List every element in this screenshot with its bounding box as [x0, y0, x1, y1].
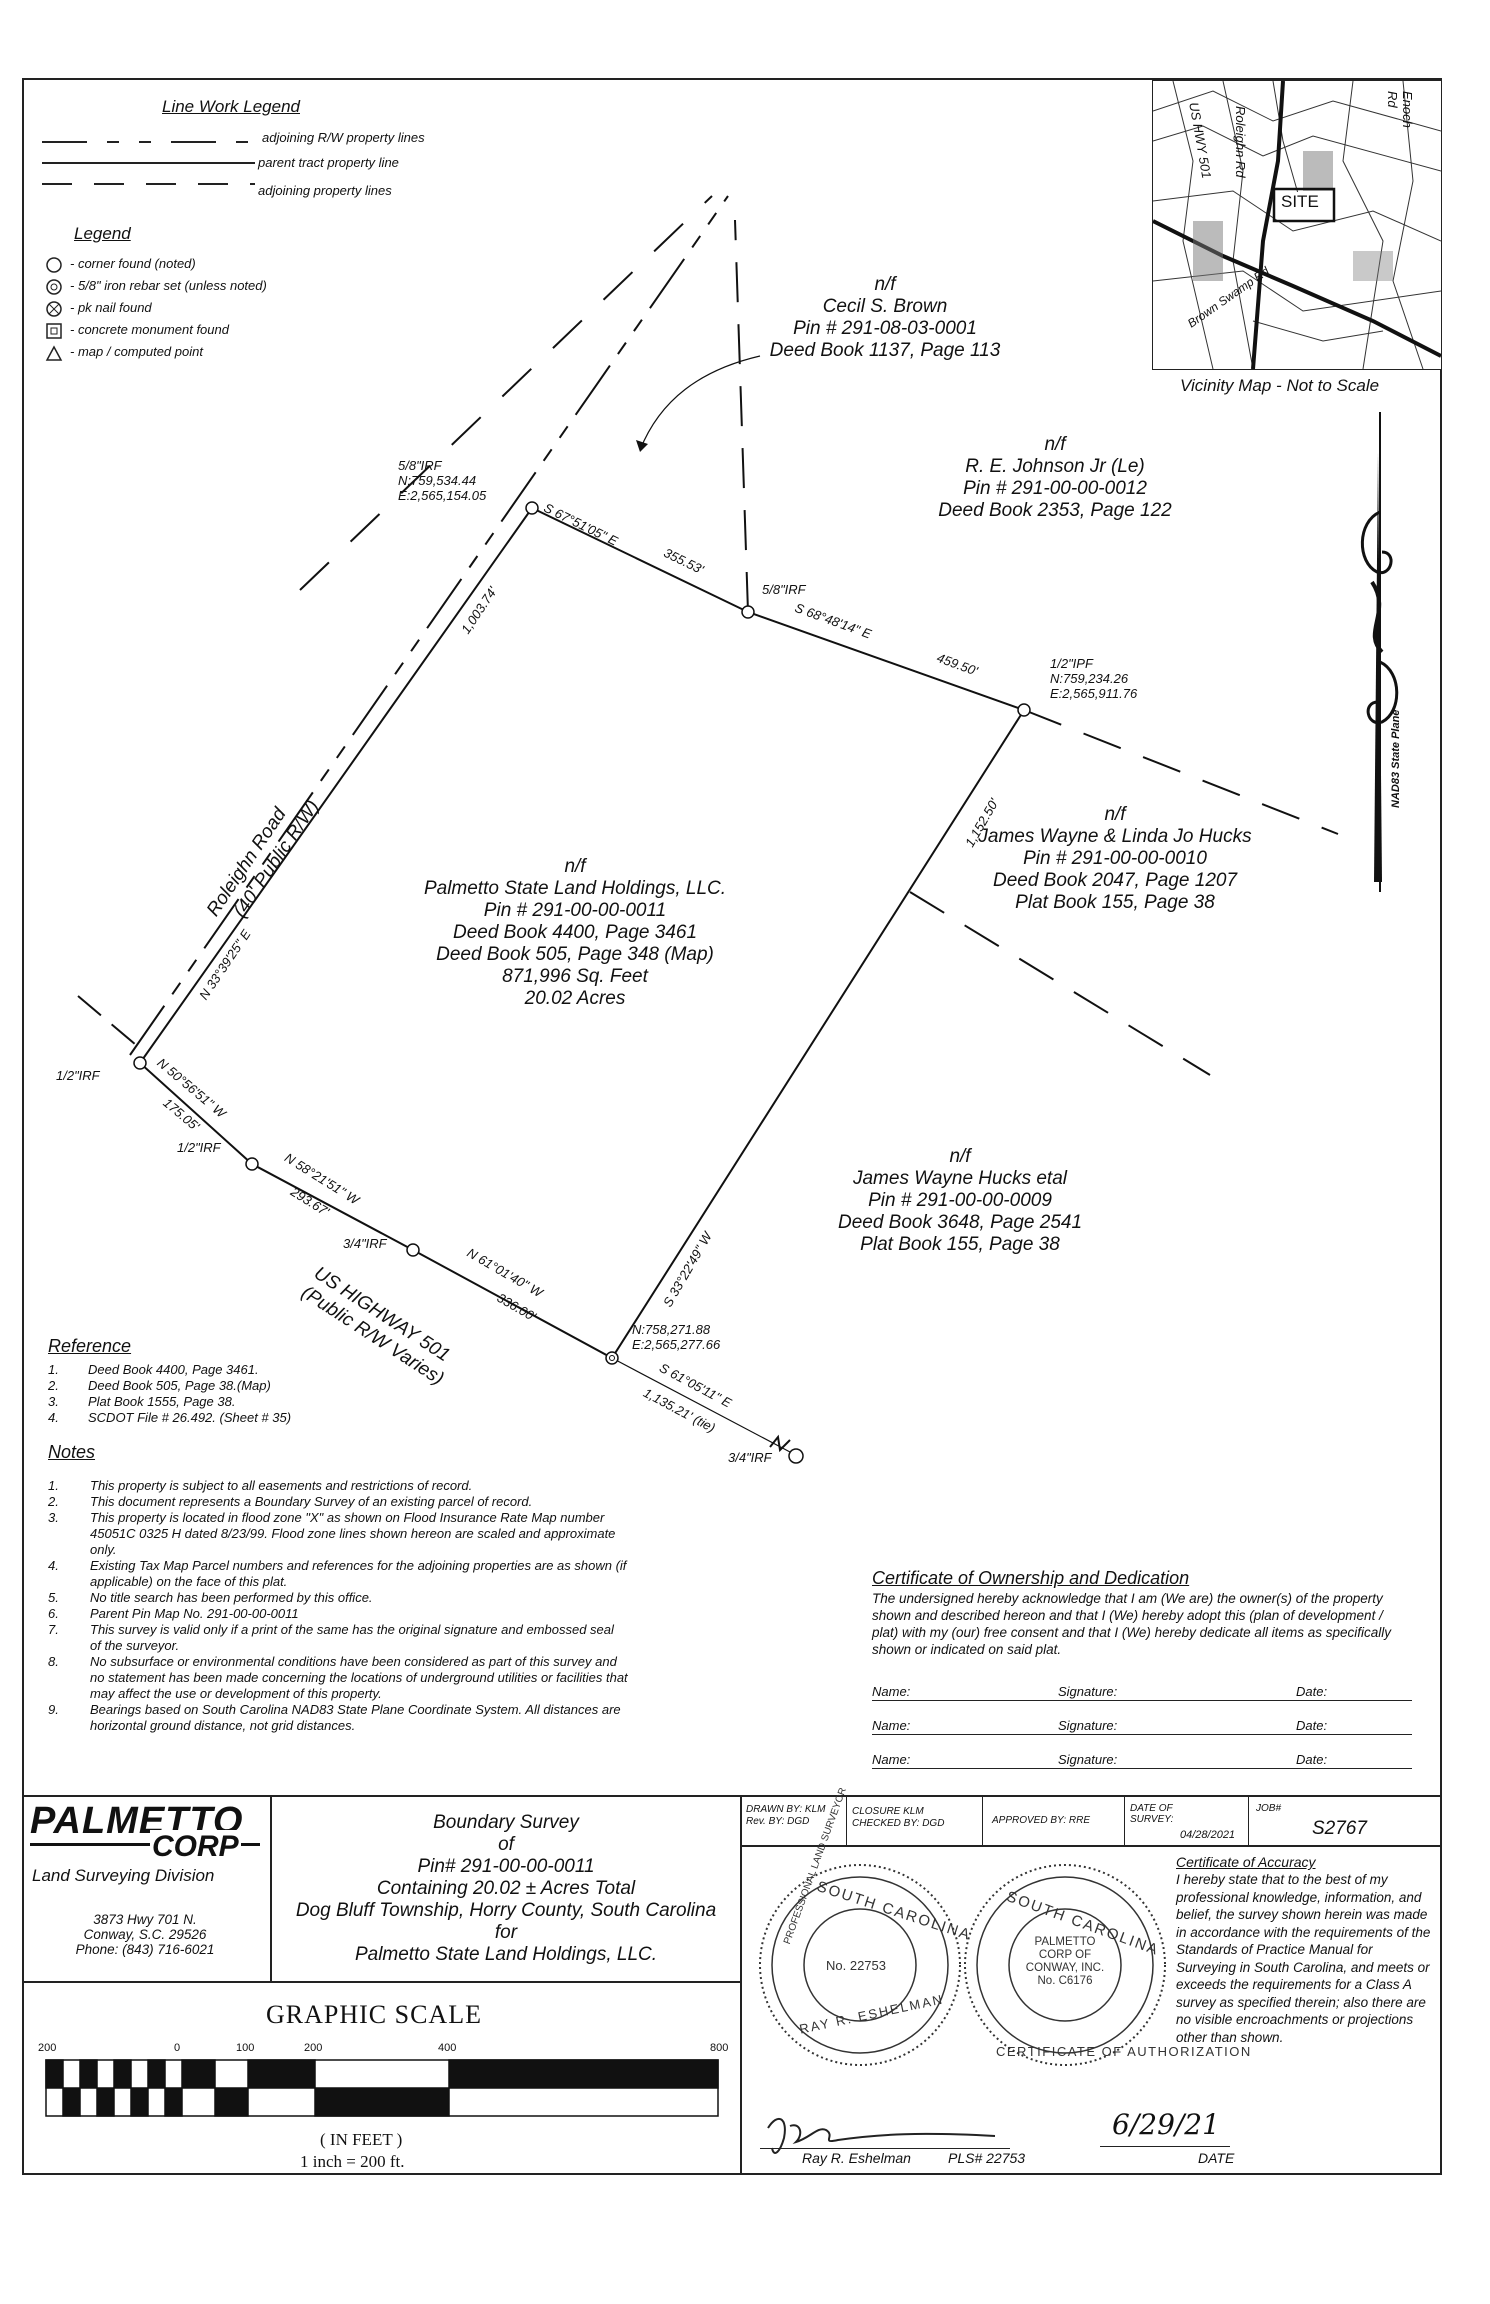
- surveyor-seal: [759, 1864, 961, 2066]
- certificate-title: Certificate of Ownership and Dedication: [872, 1568, 1190, 1588]
- corner-sw2-icon: [245, 1157, 259, 1171]
- seal1-number: No. 22753: [826, 1958, 886, 1973]
- surveyor-signature: [767, 2117, 996, 2154]
- accuracy-title: Certificate of Accuracy: [1176, 1854, 1316, 1870]
- info-approved: APPROVED BY: RRE: [992, 1815, 1090, 1826]
- vicinity-map: Roleighn Rd Enoch Rd US HWY 501 SITE Bro…: [1152, 80, 1442, 370]
- pk-nail-icon: [46, 301, 62, 317]
- signature-row-2: Name:Signature:Date:: [872, 1718, 1412, 1735]
- signature-row-3: Name:Signature:Date:: [872, 1752, 1412, 1769]
- north-arrow: [1360, 412, 1399, 892]
- roleighn-rw-line: [129, 195, 729, 1056]
- legend-rw-lines: adjoining R/W property lines: [262, 130, 425, 145]
- info-date: 04/28/2021: [1180, 1829, 1236, 1841]
- adjoining-line-johnson: [1023, 709, 1339, 835]
- plat-drawing: [77, 195, 1339, 1464]
- legend-adjoining-lines: adjoining property lines: [258, 183, 392, 198]
- corner-sw1-icon: [133, 1056, 147, 1070]
- certificate-body: The undersigned hereby acknowledge that …: [872, 1591, 1391, 1657]
- point-sw1: 1/2"IRF: [56, 1068, 100, 1083]
- scale-tick-0: 0: [174, 2042, 181, 2054]
- corner-se-icon: [605, 1351, 619, 1365]
- iron-rebar-icon: [46, 279, 62, 295]
- logo-rule: [30, 1843, 260, 1846]
- legend-parent-line: parent tract property line: [258, 155, 399, 170]
- info-row: [740, 1795, 1442, 1847]
- corner-sw3-icon: [406, 1243, 420, 1257]
- adjoining-line-hucks: [909, 891, 1211, 1076]
- vicinity-label-site: SITE: [1281, 192, 1319, 212]
- scale-tick-200: 200: [304, 2042, 323, 2054]
- corner-tie-icon: [788, 1448, 804, 1464]
- corner-nw-icon: [525, 501, 539, 515]
- handwritten-date: 6/29/21: [1112, 2108, 1220, 2141]
- signature-row-1: Name:Signature:Date:: [872, 1684, 1412, 1701]
- symbol-legend-title: Legend: [74, 224, 131, 243]
- scale-tick-200-left: 200: [38, 2042, 57, 2054]
- computed-point-icon: [45, 345, 63, 361]
- point-tie: 3/4"IRF: [728, 1450, 772, 1465]
- reference-list: 1.Deed Book 4400, Page 3461. 2.Deed Book…: [48, 1362, 292, 1425]
- company-name-bottom: CORP: [150, 1830, 241, 1864]
- legend-computed-point: - map / computed point: [70, 344, 203, 359]
- scale-tick-400: 400: [438, 2042, 457, 2054]
- surveyor-name: Ray R. Eshelman: [802, 2150, 911, 2166]
- point-sw2: 1/2"IRF: [177, 1140, 221, 1155]
- notes-list: 1.This property is subject to all easeme…: [48, 1478, 628, 1733]
- authorization-seal: [964, 1864, 1166, 2066]
- corner-mid-icon: [741, 605, 755, 619]
- tie-line: [611, 1357, 791, 1453]
- concrete-monument-icon: [46, 323, 62, 339]
- point-mid: 5/8"IRF: [762, 582, 806, 597]
- rw-line-end: [77, 995, 143, 1051]
- corner-found-icon: [46, 257, 62, 273]
- scale-ratio: 1 inch = 200 ft.: [300, 2152, 405, 2171]
- graphic-scale-bar: [45, 2059, 719, 2117]
- graphic-scale-title: GRAPHIC SCALE: [266, 2000, 482, 2029]
- label-leader-arc: [639, 355, 761, 451]
- scale-block: [22, 1981, 742, 2175]
- corner-ne-icon: [1017, 703, 1031, 717]
- legend-rebar-set: - 5/8" iron rebar set (unless noted): [70, 278, 267, 293]
- legend-symbols: [45, 257, 63, 361]
- reference-title: Reference: [48, 1336, 132, 1356]
- line-legend-title: Line Work Legend: [162, 97, 300, 116]
- notes-title: Notes: [48, 1442, 96, 1462]
- surveyor-pls: PLS# 22753: [948, 2150, 1026, 2166]
- info-job-label: JOB#: [1256, 1803, 1282, 1814]
- info-job: S2767: [1312, 1818, 1367, 1839]
- parcel-boundary: [138, 507, 1026, 1360]
- accuracy-body: I hereby state that to the best of my pr…: [1176, 1872, 1431, 2045]
- seal2-arc-ring: CERTIFICATE OF AUTHORIZATION: [996, 2044, 1252, 2059]
- info-date-label: DATE OF SURVEY:: [1130, 1803, 1174, 1825]
- point-sw3: 3/4"IRF: [343, 1236, 387, 1251]
- seals: [759, 1864, 1166, 2066]
- legend-concrete-monument: - concrete monument found: [70, 322, 229, 337]
- vicinity-caption: Vicinity Map - Not to Scale: [1180, 376, 1380, 395]
- scale-tick-100: 100: [236, 2042, 255, 2054]
- adjoining-line-brown-east: [734, 219, 749, 613]
- legend-corner-found: - corner found (noted): [70, 256, 196, 271]
- scale-tick-800: 800: [710, 2042, 729, 2054]
- scale-unit: ( IN FEET ): [320, 2130, 403, 2149]
- company-division: Land Surveying Division: [32, 1866, 215, 1885]
- line-legend-samples: [42, 141, 255, 185]
- date-label: DATE: [1198, 2150, 1235, 2166]
- legend-pk-nail: - pk nail found: [70, 300, 152, 315]
- adjoining-line-brown-west: [299, 195, 713, 591]
